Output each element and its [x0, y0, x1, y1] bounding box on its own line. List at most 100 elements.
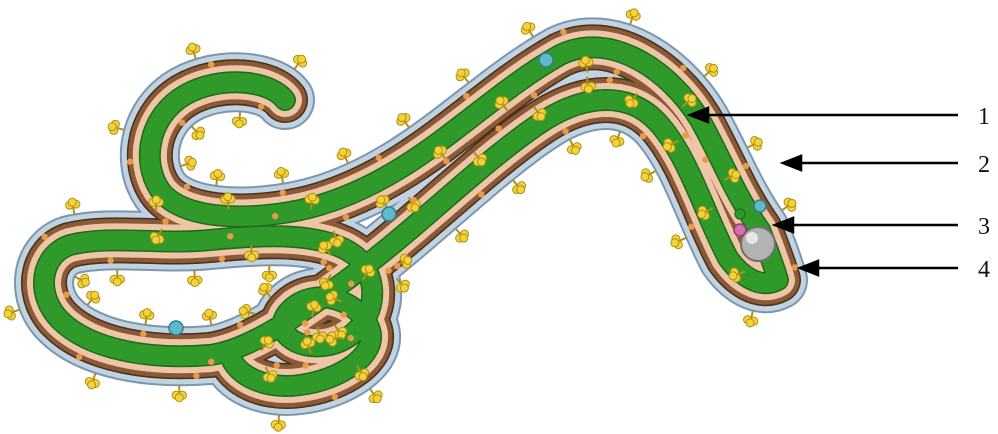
glycoprotein-lobe	[457, 69, 465, 77]
glycoprotein-stem	[630, 18, 632, 25]
matrix-dot	[562, 128, 568, 134]
matrix-dot	[41, 234, 47, 240]
glycoprotein-lobe	[113, 278, 121, 286]
glycoprotein-lobe	[732, 171, 740, 179]
glycoprotein-stem	[210, 319, 211, 326]
glycoprotein-spike	[172, 385, 186, 401]
glycoprotein-spike	[188, 270, 202, 286]
glycoprotein-lobe	[188, 43, 196, 51]
matrix-dot	[179, 120, 185, 126]
glycoprotein-stem	[311, 203, 312, 210]
glycoprotein-lobe	[277, 167, 285, 175]
glycoprotein-stem	[194, 52, 196, 59]
glycoprotein-lobe	[398, 113, 406, 121]
glycoprotein-lobe	[326, 335, 334, 343]
matrix-dot	[478, 191, 484, 197]
glycoprotein-lobe	[788, 199, 796, 207]
matrix-dot	[394, 263, 400, 269]
glycoprotein-stem	[13, 310, 20, 312]
matrix-dot	[385, 267, 391, 273]
glycoprotein-spike	[513, 180, 526, 194]
glycoprotein-lobe	[274, 423, 282, 431]
glycoprotein-lobe	[612, 139, 620, 147]
glycoprotein-lobe	[224, 193, 232, 201]
glycoprotein-lobe	[365, 265, 373, 273]
glycoprotein-lobe	[196, 131, 204, 139]
glycoprotein-spike	[274, 167, 288, 183]
glycoprotein-stem	[335, 338, 342, 339]
glycoprotein-stem	[456, 229, 461, 234]
glycoprotein-lobe	[205, 309, 213, 317]
matrix-dot	[702, 157, 708, 163]
glycoprotein-spike	[641, 169, 656, 183]
glycoprotein-stem	[216, 179, 217, 186]
glycoprotein-spike	[610, 131, 624, 147]
matrix-dot	[495, 125, 501, 131]
glycoprotein-lobe	[339, 148, 347, 156]
glycoprotein-stem	[294, 64, 298, 70]
glycoprotein-lobe	[404, 256, 412, 264]
matrix-dot	[280, 190, 286, 196]
glycoprotein-spike	[271, 415, 285, 431]
glycoprotein-spike	[704, 64, 718, 77]
glycoprotein-spike	[369, 389, 382, 403]
glycoprotein-stem	[117, 128, 124, 130]
glycoprotein-stem	[145, 318, 146, 325]
glycoprotein-lobe	[478, 158, 486, 166]
label-4: 4	[978, 257, 990, 283]
glycoprotein-lobe	[359, 373, 367, 381]
matrix-dot	[208, 359, 214, 365]
glycoprotein-lobe	[303, 337, 311, 345]
glycoprotein-lobe	[688, 95, 696, 103]
glycoprotein-lobe	[641, 173, 649, 181]
glycoprotein-lobe	[321, 282, 329, 290]
glycoprotein-lobe	[239, 307, 247, 315]
glycoprotein-spike	[191, 126, 204, 139]
glycoprotein-spike	[66, 198, 80, 214]
glycoprotein-stem	[73, 208, 74, 215]
polymerase-highlight	[746, 232, 758, 244]
glycoprotein-spike	[87, 291, 100, 305]
glycoprotein-lobe	[333, 239, 341, 247]
glycoprotein-lobe	[320, 241, 328, 249]
glycoprotein-spike	[744, 311, 758, 327]
ebola-virion	[44, 47, 778, 386]
glycoprotein-stem	[747, 145, 753, 148]
glycoprotein-stem	[680, 238, 686, 241]
glycoprotein-spike	[682, 94, 696, 107]
glycoprotein-lobe	[68, 198, 76, 206]
matrix-dot	[193, 373, 199, 379]
glycoprotein-stem	[228, 202, 229, 209]
matrix-dot	[258, 104, 264, 110]
glycoprotein-lobe	[152, 236, 160, 244]
glycoprotein-lobe	[626, 99, 634, 107]
glycoprotein-spike	[110, 269, 124, 285]
glycoprotein-stem	[370, 389, 374, 395]
glycoprotein-lobe	[81, 278, 89, 286]
glycoprotein-spike	[396, 278, 409, 292]
glycoprotein-lobe	[108, 123, 116, 131]
glycoprotein-lobe	[310, 301, 318, 309]
matrix-dot	[348, 335, 354, 341]
glycoprotein-lobe	[754, 138, 762, 146]
green-protein-tip	[735, 209, 745, 219]
glycoprotein-lobe	[377, 196, 385, 204]
matrix-dot	[607, 77, 613, 83]
glycoprotein-lobe	[496, 97, 504, 105]
glycoprotein-stem	[586, 66, 587, 73]
glycoprotein-spike	[782, 198, 796, 211]
matrix-dot	[341, 312, 347, 318]
glycoprotein-stem	[93, 373, 95, 380]
glycoprotein-lobe	[523, 22, 531, 30]
glycoprotein-spike	[186, 43, 200, 59]
glycoprotein-lobe	[265, 274, 273, 282]
matrix-dot	[560, 29, 566, 35]
matrix-dot	[302, 320, 308, 326]
glycoprotein-lobe	[260, 283, 268, 291]
glycoprotein-stem	[751, 311, 753, 318]
glycoprotein-spike	[434, 146, 447, 160]
glycoprotein-stem	[312, 310, 313, 317]
glycoprotein-spike	[293, 55, 306, 69]
label-3: 3	[978, 214, 990, 240]
